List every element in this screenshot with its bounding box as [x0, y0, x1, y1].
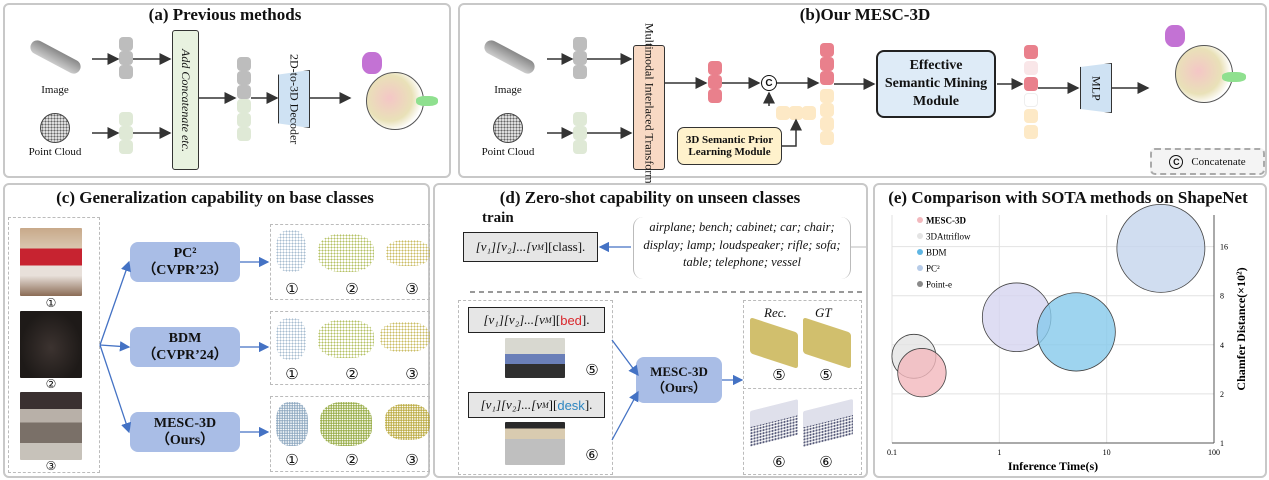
mesc3d-zero-shot-model: MESC-3D（Ours） — [636, 357, 722, 403]
legend-label: BDM — [926, 248, 947, 258]
sofa-photo — [20, 311, 82, 378]
zero-shot-divider — [743, 388, 862, 389]
result-number: ⑥ — [772, 453, 786, 471]
legend-marker — [917, 217, 923, 223]
rec-label: Rec. — [764, 305, 787, 320]
airplane-wing — [1222, 72, 1246, 82]
input-number: ② — [45, 377, 57, 391]
y-tick-label: 8 — [1220, 292, 1224, 301]
point-cloud-sphere — [493, 113, 523, 143]
decoder-block — [278, 70, 310, 128]
chart-title: (e) Comparison with SOTA methods on Shap… — [888, 188, 1248, 207]
bubble-mesc3d — [897, 348, 947, 398]
point-cloud-label: Point Cloud — [28, 146, 82, 158]
legend-label: Point-e — [926, 280, 952, 290]
x-axis-title: Inference Time(s) — [1008, 459, 1098, 473]
x-tick-label: 100 — [1208, 448, 1220, 457]
bubble-pc — [1116, 204, 1206, 293]
legend-marker — [917, 233, 923, 239]
gt-label: GT — [815, 305, 832, 320]
concatenate-legend-label: Concatenate — [1191, 155, 1246, 168]
legend-label: MESC-3D — [926, 216, 966, 226]
method-bdm: BDM（CVPR’24） — [130, 327, 240, 367]
y-tick-label: 2 — [1220, 390, 1224, 399]
multimodal-transformer-block: Multimodal Interlaced Transformer — [633, 23, 665, 192]
bed-photo — [505, 338, 565, 378]
method-pc2: PC²（CVPR’23） — [130, 242, 240, 282]
image-label: Image — [41, 84, 69, 96]
semantic-prior-module: 3D Semantic Prior Learning Module — [677, 127, 782, 165]
airplane-tail — [362, 52, 382, 74]
chair-photo — [20, 228, 82, 296]
panel-a-title: (a) Previous methods — [148, 5, 302, 24]
bubble-bdm — [1036, 292, 1116, 372]
airplane-tail — [1165, 25, 1185, 47]
point-cloud-label: Point Cloud — [481, 146, 535, 158]
result-number: ⑥ — [819, 453, 833, 471]
method-mesc3d: MESC-3D（Ours） — [130, 412, 240, 452]
result-number: ⑤ — [819, 366, 833, 384]
table-photo — [20, 392, 82, 460]
image-label: Image — [494, 84, 522, 96]
panel-our-method — [458, 3, 1267, 178]
legend-marker — [917, 265, 923, 271]
training-classes-list: airplane; bench; cabinet; car; chair; di… — [633, 217, 851, 279]
test-number: ⑤ — [585, 361, 599, 379]
concatenate-icon: C — [761, 75, 777, 91]
x-tick-label: 10 — [1103, 448, 1111, 457]
effective-semantic-mining-module: Effective Semantic Mining Module — [876, 50, 996, 118]
zero-shot-results-group — [743, 300, 862, 475]
y-tick-label: 1 — [1220, 439, 1224, 448]
legend-label: 3DAttriflow — [926, 232, 971, 242]
train-label: train — [482, 210, 514, 226]
desk-photo — [505, 422, 565, 465]
test-number: ⑥ — [585, 446, 599, 464]
y-tick-label: 16 — [1220, 243, 1228, 252]
legend-label: PC² — [926, 264, 940, 274]
legend-marker — [917, 281, 923, 287]
y-tick-label: 4 — [1220, 341, 1224, 350]
legend-marker — [917, 249, 923, 255]
result-number: ⑤ — [772, 366, 786, 384]
fusion-block: Add Concatenate etc. — [172, 30, 199, 170]
concatenate-icon: C — [1169, 154, 1184, 169]
panel-d-title: (d) Zero-shot capability on unseen class… — [499, 188, 801, 207]
x-tick-label: 1 — [997, 448, 1001, 457]
panel-b-title: (b)Our MESC-3D — [799, 5, 931, 24]
input-number: ③ — [45, 459, 57, 473]
y-axis-title: Chamfer Distance(×10²) — [1234, 267, 1248, 390]
panel-c-title: (c) Generalization capability on base cl… — [56, 188, 374, 207]
x-tick-label: 0.1 — [887, 448, 897, 457]
test-inputs-group — [458, 300, 613, 475]
output-airplane-pointcloud — [366, 72, 424, 130]
point-cloud-sphere — [40, 113, 70, 143]
mlp-label-wrap: MLP — [1089, 75, 1104, 101]
input-number: ① — [45, 296, 57, 310]
decoder-label-wrap: 2D-to-3D Decoder — [287, 53, 302, 145]
airplane-wing — [416, 96, 438, 106]
concatenate-legend: C Concatenate — [1150, 148, 1265, 175]
